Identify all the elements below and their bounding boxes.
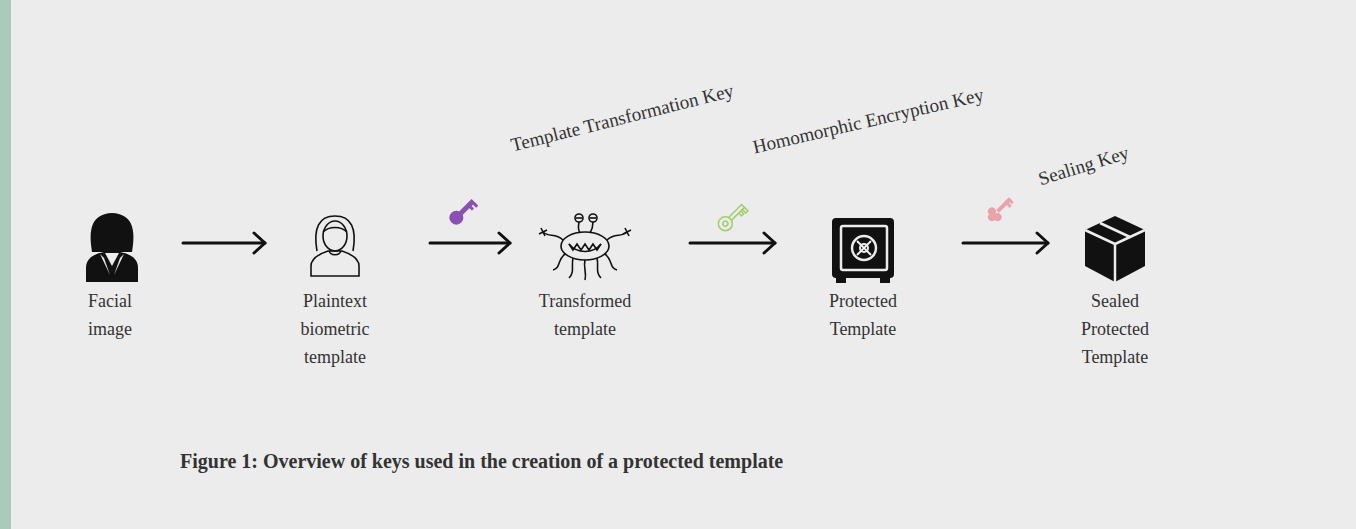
- arrow-connector: [430, 233, 510, 253]
- icon-node: Protected Template: [813, 210, 913, 343]
- icon-node: Facial image: [70, 210, 150, 343]
- key-label: Template Transformation Key: [508, 80, 735, 157]
- node-label: Sealed Protected Template: [1065, 287, 1165, 371]
- green-key: [715, 201, 748, 234]
- monster-icon: [539, 214, 631, 280]
- box-icon: [1085, 216, 1145, 282]
- side-bar: [0, 0, 11, 529]
- purple-key: [446, 196, 478, 228]
- key-label: Homomorphic Encryption Key: [750, 84, 985, 159]
- icon-node: Plaintext biometric template: [285, 210, 385, 371]
- woman-silhouette: [86, 213, 138, 282]
- icon-node: Transformed template: [530, 210, 640, 343]
- arrow-connector: [690, 233, 775, 253]
- node-label: Protected Template: [813, 287, 913, 343]
- icon-node: Sealed Protected Template: [1065, 210, 1165, 371]
- figure-caption: Figure 1: Overview of keys used in the c…: [180, 450, 783, 473]
- woman-outline: [311, 216, 359, 276]
- arrow-connector: [183, 233, 265, 253]
- node-label: Transformed template: [530, 287, 640, 343]
- pink-key: [983, 193, 1016, 226]
- safe-icon: [832, 218, 894, 283]
- key-label: Sealing Key: [1036, 142, 1132, 190]
- node-label: Plaintext biometric template: [285, 287, 385, 371]
- node-label: Facial image: [70, 287, 150, 343]
- arrow-connector: [963, 233, 1048, 253]
